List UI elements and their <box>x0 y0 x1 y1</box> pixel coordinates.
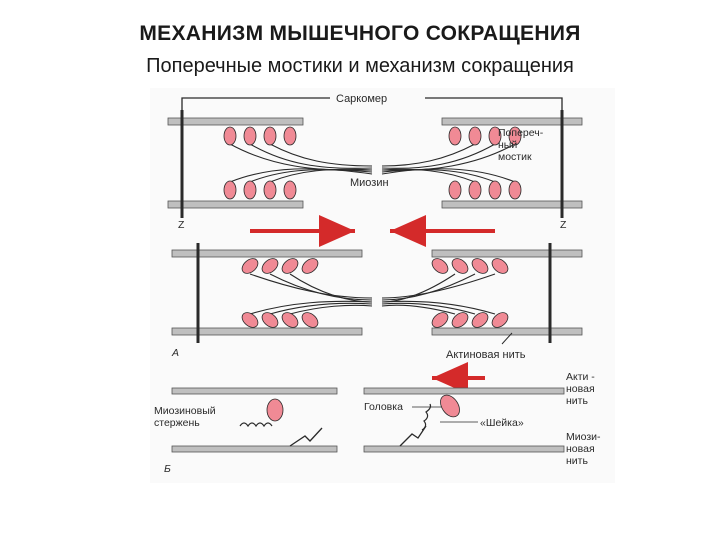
cross-bridge-label-1: Попереч- <box>498 127 544 139</box>
myosin-heads <box>223 126 522 200</box>
z-label-left: Z <box>178 219 185 231</box>
panel-b: Миозиновый стержень Б Головка «Шейка» Ак… <box>154 362 601 475</box>
myosin-heads-contracted <box>241 258 509 328</box>
actin-label-1: Акти - <box>566 371 595 383</box>
actin-label-3: нить <box>566 395 588 407</box>
relaxed-sarcomere: Саркомер Z Z <box>167 93 583 231</box>
actin-label-2: новая <box>566 383 595 395</box>
panel-b-letter: Б <box>164 463 171 475</box>
myosin-rod-label-1: Миозиновый <box>154 405 216 417</box>
myosin-filament-label-3: нить <box>566 455 588 467</box>
cross-bridge-attached: Головка «Шейка» Акти - новая нить Миози-… <box>363 362 601 467</box>
myosin-rod-label-2: стержень <box>154 417 200 429</box>
sarcomere-diagram: Саркомер Z Z <box>150 88 615 483</box>
contracted-sarcomere: А Актиновая нить <box>171 243 583 361</box>
actin-filaments-contracted <box>171 249 583 336</box>
myosin-filament-label-2: новая <box>566 443 595 455</box>
head-label: Головка <box>364 401 403 413</box>
cross-bridge-detached: Миозиновый стержень Б <box>154 387 338 475</box>
myosin-label: Миозин <box>350 177 389 189</box>
sarcomere-bracket <box>181 97 563 110</box>
cross-bridge-label-2: ный <box>498 139 517 151</box>
actin-pointer <box>501 332 513 345</box>
page-subtitle: Поперечные мостики и механизм сокращения <box>146 55 574 77</box>
actin-filaments <box>167 117 583 209</box>
cross-bridge-label-3: мостик <box>498 151 532 163</box>
actin-filament-label: Актиновая нить <box>446 349 526 361</box>
neck-label: «Шейка» <box>480 417 524 429</box>
myosin-tails <box>229 143 516 183</box>
sarcomere-label: Саркомер <box>336 93 387 105</box>
myosin-tails-contracted <box>249 273 496 315</box>
page-title: МЕХАНИЗМ МЫШЕЧНОГО СОКРАЩЕНИЯ <box>139 22 581 45</box>
myosin-filament-label-1: Миози- <box>566 431 601 443</box>
z-label-right: Z <box>560 219 567 231</box>
panel-a-letter: А <box>171 347 179 359</box>
